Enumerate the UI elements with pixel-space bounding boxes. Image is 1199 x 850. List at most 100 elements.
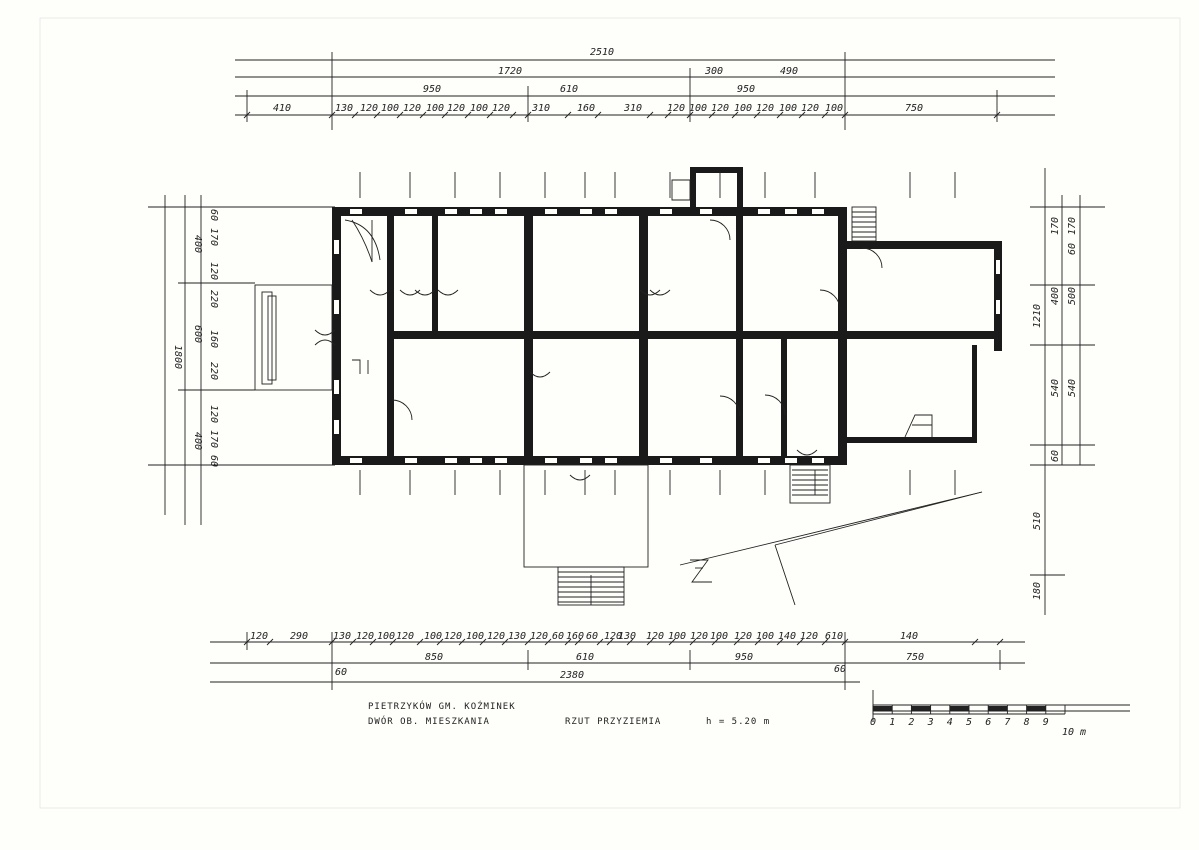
dim-bottom-row1-value: 290 [290,631,308,642]
dim-bottom-row1-value: 120 [250,631,268,642]
side-entrance-stair [789,464,831,504]
window-opening [334,380,339,394]
dim-100c: 100 [470,103,488,114]
sheet-border [39,17,1181,809]
dim-tick [664,111,672,119]
window-opening [545,209,557,214]
dim-tick [754,638,762,646]
dim-tick [841,638,849,646]
dim-tick [731,111,739,119]
dim-100g: 100 [825,103,843,114]
dim-tick [574,638,582,646]
window-opening [660,209,672,214]
dim-100a: 100 [381,103,399,114]
dim-bottom-row1-value: 120 [690,631,708,642]
wing-stair [851,206,877,242]
dim-bottom-row1-value: 100 [377,631,395,642]
dim-bottom-row1-value: 120 [734,631,752,642]
dim-tick [798,111,806,119]
dim-tick [544,638,552,646]
title-place: PIETRZYKÓW GM. KOŹMINEK [368,700,516,712]
north-arrow-icon [679,491,983,606]
dim-600: 600 [192,325,203,343]
window-opening [996,300,1000,314]
window-opening [350,209,362,214]
dim-tick [626,638,634,646]
scale-label: 3 [927,717,934,728]
window-opening [334,300,339,314]
dim-tick [993,111,1001,119]
window-opening [996,260,1000,274]
dim-180: 180 [1032,582,1043,600]
dim-100f: 100 [779,103,797,114]
window-opening [580,458,592,463]
dim-100e: 100 [734,103,752,114]
dim-120g: 120 [756,103,774,114]
dim-400-bottom: 400 [192,432,203,450]
front-veranda [523,464,649,606]
dim-tick [441,111,449,119]
window-opening [334,420,339,434]
dim-1210: 1210 [1032,304,1043,328]
dim-120f: 120 [711,103,729,114]
dim-120b: 120 [403,103,421,114]
dim-bottom-row1-value: 60 [586,631,598,642]
title-view: RZUT PRZYZIEMIA [565,717,661,727]
title-height: h = 5.20 m [706,717,770,727]
dim-tick [509,111,517,119]
dim-bottom-row1-value: 100 [668,631,686,642]
left-dimension-chain: 1800 400 600 400 60 170 120 220 160 220 … [148,195,335,525]
dim-r170b: 170 [1067,217,1078,235]
window-opening [580,209,592,214]
window-opening [495,209,507,214]
dim-120e: 120 [667,103,685,114]
dim-l60a: 60 [208,209,219,221]
dim-tick [369,638,377,646]
dim-bottom-row1-value: 60 [552,631,564,642]
scale-label: 7 [1004,717,1010,728]
dim-bottom-row1-value: 120 [356,631,374,642]
dim-750: 750 [905,103,923,114]
dim-310b: 310 [623,103,642,114]
dim-l60b: 60 [208,455,219,467]
building-walls [332,167,1002,465]
scale-segment [949,706,969,711]
dim-100b: 100 [426,103,444,114]
window-opening [758,458,770,463]
dim-bottom-row1-value: 130 [618,631,636,642]
dim-tick [668,638,676,646]
dim-tick [821,111,829,119]
dim-100d: 100 [689,103,707,114]
dim-tick [479,638,487,646]
dim-r500: 500 [1067,287,1078,305]
dim-bottom-row1-value: 130 [508,631,526,642]
window-opening [812,458,824,463]
title-block: PIETRZYKÓW GM. KOŹMINEK DWÓR OB. MIESZKA… [368,700,770,727]
dim-tick [689,638,697,646]
window-opening [785,209,797,214]
dim-bottom-row1-value: 120 [604,631,622,642]
dim-tick [243,638,251,646]
dim-bottom-row1-value: 120 [800,631,818,642]
dim-b610: 610 [576,652,594,663]
dim-tick [996,638,1004,646]
dim-l160: 160 [208,330,219,348]
left-portico [254,284,333,391]
dim-r170a: 170 [1050,217,1061,235]
dim-950-left: 950 [423,84,441,95]
window-opening [445,458,457,463]
dim-l220a: 220 [208,290,219,308]
window-opening [785,458,797,463]
dim-tick [486,111,494,119]
window-opening [405,209,417,214]
dim-490: 490 [780,66,798,77]
window-opening [660,458,672,463]
scale-label: 9 [1043,717,1049,728]
dim-1720: 1720 [498,66,522,77]
window-opening [470,209,482,214]
dim-bottom-row1-value: 120 [396,631,414,642]
interior-stair-left [344,219,381,263]
dim-tick [349,638,357,646]
